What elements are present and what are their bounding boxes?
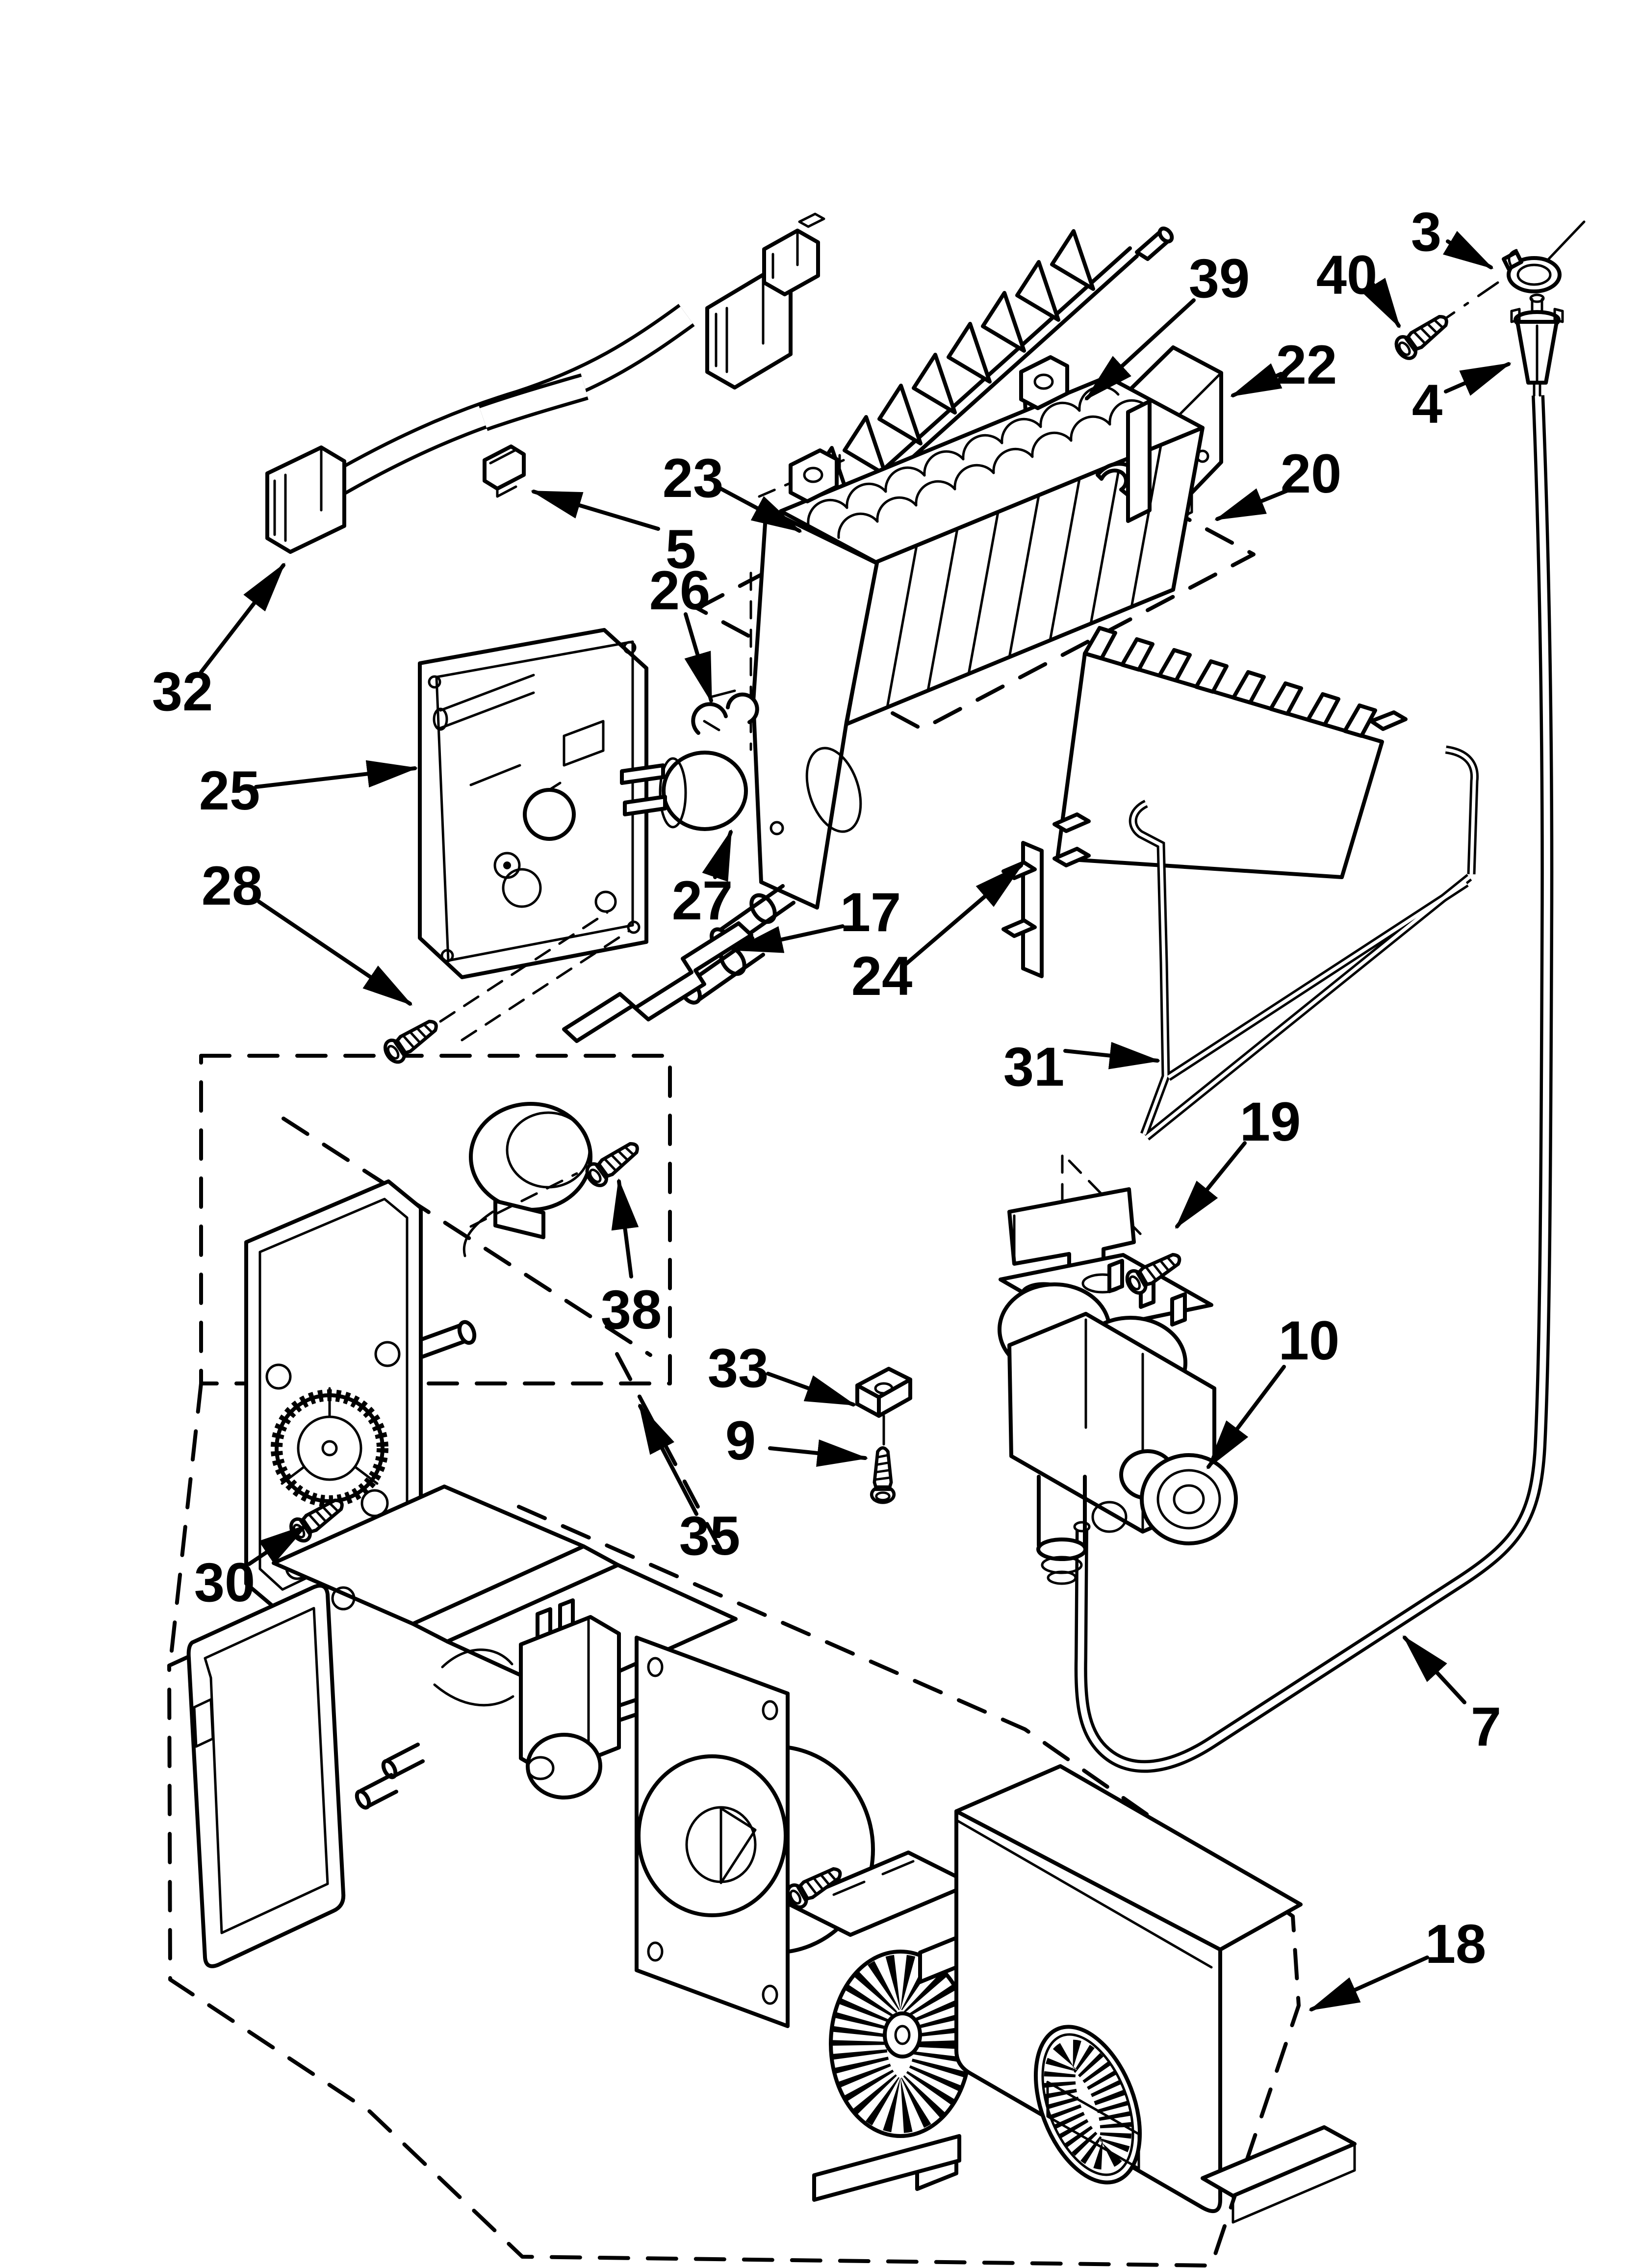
callout-label-32: 32 — [152, 661, 213, 722]
fill-tube-fitting — [1510, 293, 1564, 397]
callout-label-10: 10 — [1279, 1310, 1340, 1371]
callout-label-3: 3 — [1411, 201, 1441, 262]
bottom-dashed-enclosure — [167, 1504, 1301, 2268]
callout-arrow-23 — [715, 485, 802, 533]
callout-arrow-4 — [1444, 362, 1512, 396]
clamp-screw — [1392, 309, 1453, 362]
gear-plate-assembly — [244, 1179, 477, 1612]
callout-label-9: 9 — [725, 1410, 756, 1471]
wiring-harness — [265, 212, 825, 554]
harness-clip — [483, 444, 526, 498]
retaining-clip — [691, 689, 759, 735]
mounting-clip-plate — [855, 1367, 912, 1446]
callout-arrow-39 — [1084, 298, 1196, 401]
callout-arrow-24 — [903, 863, 1024, 966]
callout-label-40: 40 — [1316, 244, 1378, 306]
callout-arrow-7 — [1402, 1635, 1466, 1704]
callout-arrow-30 — [247, 1524, 309, 1566]
callout-arrow-20 — [1214, 488, 1289, 521]
callout-arrow-40 — [1361, 278, 1401, 329]
callout-arrow-32 — [199, 562, 285, 674]
bottom-housing-assembly — [186, 1485, 973, 2138]
callout-arrow-22 — [1230, 363, 1283, 397]
module-screw — [381, 1014, 442, 1066]
clip-screw — [872, 1448, 894, 1502]
module-screw-guides — [439, 911, 630, 1042]
auger-motor — [462, 1102, 592, 1257]
callout-label-17: 17 — [840, 882, 901, 943]
ice-maker-module — [418, 628, 648, 979]
water-inlet-valve — [998, 1152, 1238, 1585]
motor-plug — [620, 751, 748, 831]
callout-arrow-26 — [684, 612, 713, 704]
callout-arrow-28 — [257, 900, 413, 1006]
callout-label-18: 18 — [1425, 1913, 1487, 1975]
wire-shelf — [1129, 745, 1479, 1141]
tube-clamp — [1502, 220, 1586, 293]
callout-arrow-38 — [611, 1178, 639, 1278]
callout-label-4: 4 — [1412, 373, 1442, 435]
callout-arrow-27 — [702, 829, 733, 882]
callout-arrow-18 — [1308, 1955, 1429, 2011]
callout-label-19: 19 — [1240, 1091, 1301, 1152]
callout-label-23: 23 — [663, 447, 724, 509]
callout-arrow-31 — [1063, 1042, 1161, 1069]
water-fill-tube — [1073, 395, 1554, 1773]
callout-label-35: 35 — [679, 1505, 741, 1566]
fan-mount-plate — [635, 1636, 973, 2028]
callout-label-38: 38 — [601, 1279, 662, 1340]
callout-arrow-19 — [1175, 1141, 1247, 1229]
callout-arrow-5 — [530, 490, 660, 531]
callout-arrow-9 — [768, 1439, 869, 1467]
auger-motor-screw — [583, 1136, 643, 1189]
ice-mold-assembly — [679, 355, 1205, 1005]
callout-label-7: 7 — [1471, 1696, 1501, 1757]
rear-cover-assembly — [812, 1764, 1357, 2224]
callout-arrow-35 — [638, 1403, 698, 1516]
callout-arrow-3 — [1442, 231, 1494, 269]
callout-label-28: 28 — [202, 855, 263, 916]
callout-label-31: 31 — [1003, 1036, 1065, 1097]
blower-wheel — [829, 1950, 972, 2138]
drive-motor — [355, 1598, 691, 1810]
callout-arrow-33 — [766, 1372, 857, 1407]
ice-stripper-strip — [1001, 626, 1408, 978]
callout-arrow-17 — [731, 924, 845, 953]
callout-arrow-10 — [1206, 1365, 1286, 1470]
callout-label-39: 39 — [1189, 248, 1250, 309]
callout-label-22: 22 — [1276, 334, 1337, 395]
callout-label-25: 25 — [199, 760, 260, 821]
callout-label-5: 5 — [666, 519, 696, 580]
callout-label-30: 30 — [194, 1552, 256, 1613]
callout-label-27: 27 — [672, 870, 733, 931]
callout-arrow-25 — [254, 760, 418, 789]
callout-label-20: 20 — [1281, 443, 1342, 504]
callout-label-24: 24 — [851, 945, 913, 1007]
callout-label-33: 33 — [708, 1337, 769, 1399]
callout-label-26: 26 — [649, 560, 711, 621]
